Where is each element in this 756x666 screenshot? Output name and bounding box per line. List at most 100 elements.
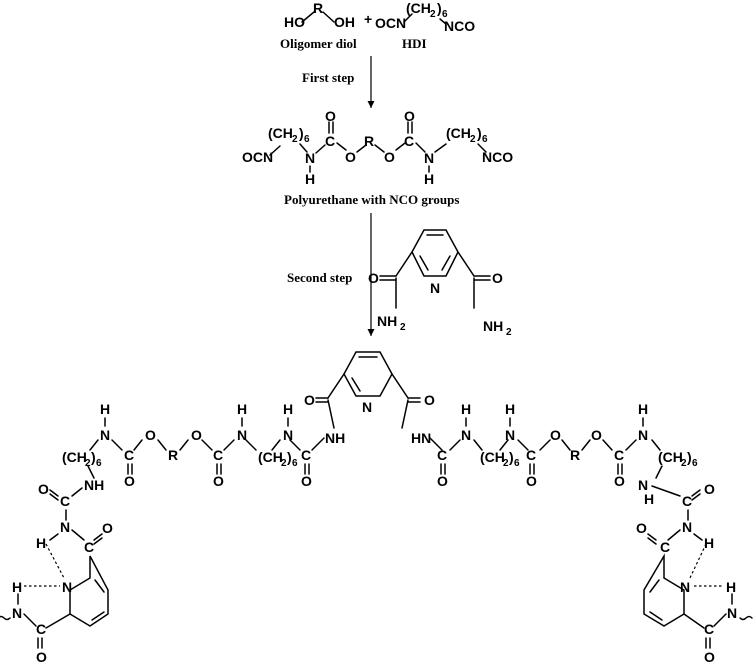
sub-2: 2 bbox=[430, 9, 436, 20]
atom-h: H bbox=[305, 171, 315, 187]
final-polymer-structure: N O NH O HN C O N H (CH 2 ) 6 N H C bbox=[0, 351, 753, 665]
atom-ch2: (CH bbox=[480, 449, 505, 465]
label-first-step: First step bbox=[302, 70, 354, 85]
sub-2: 2 bbox=[292, 134, 298, 145]
atom-o: O bbox=[591, 427, 602, 443]
sub-6: 6 bbox=[292, 458, 298, 469]
atom-o: O bbox=[704, 649, 715, 665]
atom-c: C bbox=[526, 447, 536, 463]
atom-o: O bbox=[325, 108, 336, 124]
plus-sign: + bbox=[364, 11, 372, 27]
atom-o: O bbox=[304, 392, 315, 408]
atom-o: O bbox=[636, 520, 647, 536]
atom-c: C bbox=[124, 447, 134, 463]
atom-c: C bbox=[301, 447, 311, 463]
atom-o: O bbox=[550, 427, 561, 443]
atom-c: C bbox=[404, 133, 414, 149]
atom-ch2: (CH bbox=[406, 0, 431, 16]
oligomer-diol-structure: HO R OH bbox=[284, 0, 355, 30]
atom-ocn: OCN bbox=[375, 15, 406, 31]
atom-o: O bbox=[213, 473, 224, 489]
atom-n: N bbox=[505, 427, 515, 443]
paren: ) bbox=[437, 0, 442, 16]
atom-o: O bbox=[704, 481, 715, 497]
atom-h: H bbox=[704, 535, 714, 551]
atom-h: H bbox=[36, 535, 46, 551]
right-pyridine-ring bbox=[643, 553, 685, 627]
atom-nh2: NH bbox=[483, 318, 503, 334]
atom-o: O bbox=[38, 481, 49, 497]
atom-h: H bbox=[424, 171, 434, 187]
sub-2: 2 bbox=[85, 458, 91, 469]
atom-ch2: (CH bbox=[62, 449, 87, 465]
sub-6: 6 bbox=[514, 458, 520, 469]
atom-o: O bbox=[424, 392, 435, 408]
paren: ) bbox=[477, 125, 482, 141]
atom-ch2: (CH bbox=[658, 449, 683, 465]
atom-nh2: NH bbox=[377, 313, 397, 329]
sub-2: 2 bbox=[281, 458, 287, 469]
atom-o: O bbox=[492, 270, 503, 286]
atom-c: C bbox=[36, 621, 46, 637]
label-hdi: HDI bbox=[402, 36, 427, 51]
sub-2: 2 bbox=[506, 327, 512, 338]
atom-o: O bbox=[145, 427, 156, 443]
sub-2: 2 bbox=[470, 134, 476, 145]
atom-ch2: (CH bbox=[446, 125, 471, 141]
sub-2: 2 bbox=[681, 458, 687, 469]
atom-h: H bbox=[237, 401, 247, 417]
left-pyridine-ring bbox=[69, 555, 109, 627]
atom-o: O bbox=[526, 473, 537, 489]
atom-r: R bbox=[168, 447, 178, 463]
atom-o: O bbox=[404, 108, 415, 124]
atom-r: R bbox=[313, 0, 323, 16]
paren: ) bbox=[509, 449, 514, 465]
sub-6: 6 bbox=[482, 134, 488, 145]
atom-o: O bbox=[345, 149, 356, 165]
atom-o: O bbox=[368, 270, 379, 286]
paren: ) bbox=[91, 449, 96, 465]
atom-n: N bbox=[362, 399, 372, 415]
atom-ch2: (CH bbox=[268, 125, 293, 141]
atom-r: R bbox=[364, 133, 374, 149]
atom-o: O bbox=[384, 149, 395, 165]
atom-h: H bbox=[644, 491, 654, 507]
atom-h: H bbox=[100, 401, 110, 417]
atom-h: H bbox=[726, 579, 736, 595]
wavy-bond-right bbox=[739, 615, 753, 621]
label-polyurethane: Polyurethane with NCO groups bbox=[284, 192, 459, 207]
atom-o: O bbox=[614, 473, 625, 489]
atom-o: O bbox=[437, 473, 448, 489]
atom-nh: NH bbox=[325, 430, 345, 446]
atom-nco: NCO bbox=[482, 149, 513, 165]
atom-n: N bbox=[430, 280, 440, 296]
atom-c: C bbox=[660, 539, 670, 555]
paren: ) bbox=[287, 449, 292, 465]
sub-6: 6 bbox=[96, 458, 102, 469]
atom-nh: NH bbox=[84, 477, 104, 493]
atom-r: R bbox=[570, 447, 580, 463]
atom-h: H bbox=[505, 401, 515, 417]
atom-c: C bbox=[437, 447, 447, 463]
label-oligomer-diol: Oligomer diol bbox=[280, 36, 357, 51]
atom-c: C bbox=[60, 493, 70, 509]
paren: ) bbox=[687, 449, 692, 465]
atom-n: N bbox=[237, 427, 247, 443]
atom-c: C bbox=[84, 539, 94, 555]
label-second-step: Second step bbox=[287, 270, 352, 285]
atom-o: O bbox=[36, 649, 47, 665]
atom-n: N bbox=[424, 150, 434, 166]
hdi-structure: OCN (CH 2 ) 6 NCO bbox=[375, 0, 475, 34]
pyridine-dicarboxamide-structure: N O NH 2 O NH 2 bbox=[368, 229, 512, 338]
atom-o: O bbox=[124, 473, 135, 489]
atom-hn: HN bbox=[411, 430, 431, 446]
atom-c: C bbox=[682, 493, 692, 509]
atom-c: C bbox=[325, 133, 335, 149]
atom-o: O bbox=[102, 520, 113, 536]
atom-n: N bbox=[727, 605, 737, 621]
atom-n: N bbox=[100, 427, 110, 443]
atom-n: N bbox=[60, 519, 70, 535]
atom-c: C bbox=[614, 447, 624, 463]
wavy-bond-left bbox=[0, 615, 11, 621]
